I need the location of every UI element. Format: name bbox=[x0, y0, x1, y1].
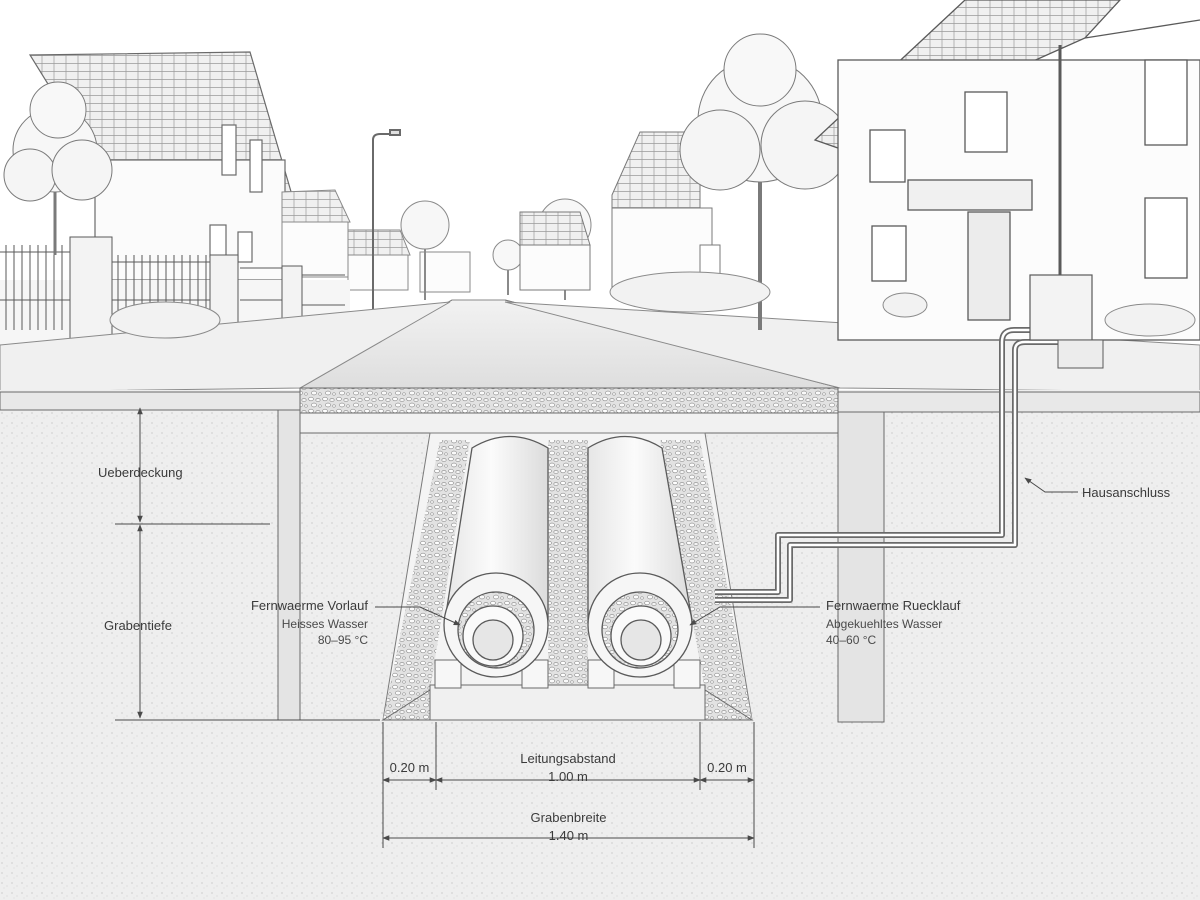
left-tree bbox=[3, 81, 113, 255]
street-background bbox=[0, 0, 1200, 393]
house-connection-box bbox=[1029, 274, 1093, 341]
return-medium: Abgekuehltes Wasser bbox=[826, 616, 943, 631]
leader-lines bbox=[375, 477, 1078, 626]
right-clearance-label: 0.20 m bbox=[707, 760, 747, 775]
supply-callout: Fernwaerme Vorlauf Heisses Wasser 80–95 … bbox=[251, 598, 368, 647]
supply-title: Fernwaerme Vorlauf bbox=[250, 598, 368, 613]
trench-width-label: Grabenbreite bbox=[530, 810, 607, 825]
depth-dimension bbox=[115, 407, 380, 721]
right-tree bbox=[679, 33, 850, 330]
house-connection-label: Hausanschluss bbox=[1082, 485, 1171, 500]
supply-pipe bbox=[443, 435, 549, 678]
supply-medium: Heisses Wasser bbox=[281, 616, 368, 631]
pipe-spacing-value: 1.00 m bbox=[548, 769, 588, 784]
trench-width-value: 1.40 m bbox=[548, 828, 589, 843]
return-title: Fernwaerme Ruecklauf bbox=[826, 598, 961, 613]
return-temperature: 40–60 °C bbox=[826, 632, 877, 647]
left-clearance-label: 0.20 m bbox=[389, 760, 430, 775]
road bbox=[0, 299, 1200, 393]
pipe-spacing-label: Leitungsabstand bbox=[520, 751, 616, 766]
cover-depth-label: Ueberdeckung bbox=[98, 465, 183, 480]
trench-depth-label: Grabentiefe bbox=[104, 618, 172, 633]
return-callout: Fernwaerme Ruecklauf Abgekuehltes Wasser… bbox=[826, 598, 960, 647]
width-dimensions bbox=[382, 722, 755, 848]
left-houses-far bbox=[281, 189, 471, 293]
house-connection-pipes-highlight bbox=[715, 300, 1062, 602]
house-connection-base bbox=[1057, 339, 1104, 369]
return-pipe bbox=[587, 435, 693, 678]
right-houses-far bbox=[519, 131, 721, 291]
hedges bbox=[109, 271, 1196, 339]
supply-temperature: 80–95 °C bbox=[317, 632, 368, 647]
street-lamp bbox=[372, 129, 401, 318]
